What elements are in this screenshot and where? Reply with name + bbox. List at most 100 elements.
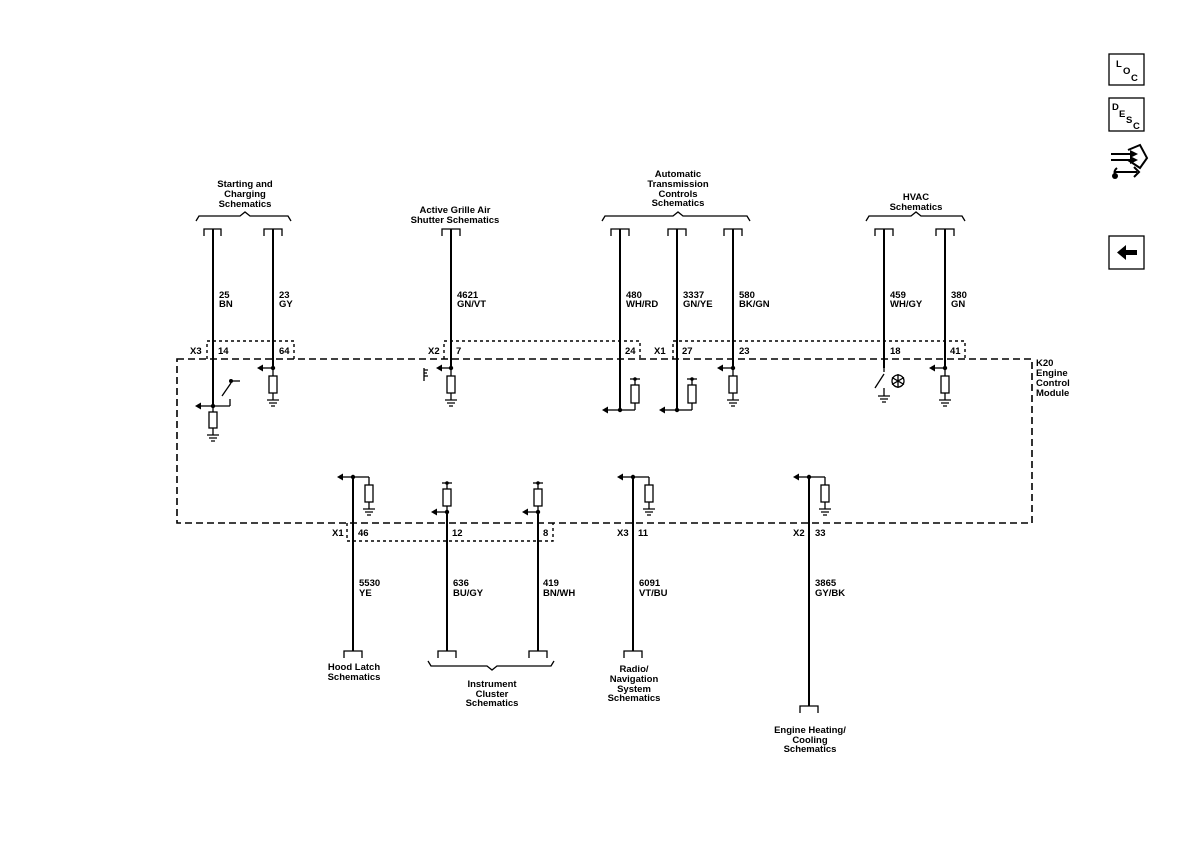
left-arrow-icon	[1117, 245, 1137, 260]
connector-label-x3-bottom: X3	[617, 528, 629, 539]
wire-color: GY	[279, 299, 293, 310]
dest-starting-line2: Charging	[224, 189, 266, 200]
wire-3337-gn-ye[interactable]: 3337 GN/YE 27	[667, 228, 713, 410]
connector-label-x3-top: X3	[190, 346, 202, 357]
wire-circuit: 419	[543, 578, 559, 589]
wire-color: GN/VT	[457, 299, 486, 310]
wire-419-bn-wh[interactable]: 419 BN/WH 8	[528, 512, 575, 658]
dest-hood-latch[interactable]: Hood Latch Schematics	[328, 662, 381, 683]
wire-circuit: 25	[219, 290, 230, 301]
wire-circuit: 3865	[815, 578, 837, 589]
wire-380-gn[interactable]: 380 GN 41	[935, 228, 967, 368]
dest-trans-line1: Automatic	[655, 169, 701, 180]
ac-request-switch-circuit-18	[874, 368, 905, 403]
loc-letter-c: C	[1131, 73, 1138, 84]
dest-cluster-line2: Cluster	[476, 689, 509, 700]
pullup-input-circuit-8	[522, 481, 543, 516]
loc-letter-o: O	[1123, 66, 1130, 77]
pulldown-input-circuit-64	[257, 364, 279, 407]
connector-label-x1-top: X1	[654, 346, 666, 357]
module-label-line4: Module	[1036, 388, 1069, 399]
snowflake-icon	[891, 374, 905, 388]
pullup-input-circuit-24	[602, 377, 640, 414]
top-connector-shell-x1	[672, 340, 966, 359]
top-connector-shell-x3	[206, 340, 295, 359]
wire-circuit: 380	[951, 290, 967, 301]
dest-grille-line1: Active Grille Air	[420, 205, 491, 216]
back-button[interactable]	[1108, 235, 1145, 270]
dest-cluster-line1: Instrument	[467, 679, 517, 690]
wire-color: GY/BK	[815, 588, 845, 599]
pulldown-input-circuit-41	[929, 364, 951, 407]
dest-hood-line2: Schematics	[328, 672, 381, 683]
wire-636-bu-gy[interactable]: 636 BU/GY 12	[437, 512, 484, 658]
bottom-connector-shell-x1	[346, 523, 554, 542]
dest-grille-shutter[interactable]: Active Grille Air Shutter Schematics	[411, 205, 500, 226]
wire-4621-gn-vt[interactable]: 4621 GN/VT 7	[441, 228, 486, 368]
dest-heating-line3: Schematics	[784, 744, 837, 755]
dest-hvac-line1: HVAC	[903, 192, 929, 203]
pulldown-input-circuit-11	[617, 473, 655, 516]
wire-color: YE	[359, 588, 372, 599]
wire-color: WH/GY	[890, 299, 923, 310]
wire-580-bk-gn[interactable]: 580 BK/GN 23	[723, 228, 770, 368]
dest-starting-line3: Schematics	[219, 199, 272, 210]
wire-color: VT/BU	[639, 588, 668, 599]
pin-number: 14	[218, 346, 229, 357]
wire-circuit: 636	[453, 578, 469, 589]
wire-circuit: 480	[626, 290, 642, 301]
output-circuit-7	[423, 364, 457, 407]
module-label-line1: K20	[1036, 358, 1053, 369]
pin-number: 27	[682, 346, 693, 357]
connector-label-x1-bottom: X1	[332, 528, 344, 539]
dest-hvac[interactable]: HVAC Schematics	[865, 192, 966, 222]
pin-number: 7	[456, 346, 461, 357]
wire-circuit: 459	[890, 290, 906, 301]
dest-instrument-cluster[interactable]: Instrument Cluster Schematics	[427, 660, 555, 709]
wire-circuit: 5530	[359, 578, 380, 589]
low-reference-icon	[423, 368, 428, 381]
dest-engine-heating-cooling[interactable]: Engine Heating/ Cooling Schematics	[774, 725, 846, 755]
dest-hvac-line2: Schematics	[890, 202, 943, 213]
pin-number: 11	[638, 528, 649, 539]
dest-grille-line2: Shutter Schematics	[411, 215, 500, 226]
wire-5530-ye[interactable]: 5530 YE 46	[343, 477, 380, 658]
dest-radio-line2: Navigation	[610, 674, 659, 685]
dest-radio-line1: Radio/	[619, 664, 648, 675]
wire-color: BN	[219, 299, 233, 310]
pullup-input-circuit-27	[659, 377, 697, 414]
wire-circuit: 6091	[639, 578, 661, 589]
pin-number: 12	[452, 528, 463, 539]
dest-starting-line1: Starting and	[217, 179, 273, 190]
top-connector-shell-x2	[443, 340, 641, 359]
wire-6091-vt-bu[interactable]: 6091 VT/BU 11	[623, 477, 668, 658]
dest-starting-charging[interactable]: Starting and Charging Schematics	[195, 179, 292, 222]
module-label-line2: Engine	[1036, 368, 1068, 379]
wire-3865-gy-bk[interactable]: 3865 GY/BK 33	[799, 477, 845, 713]
dest-transmission[interactable]: Automatic Transmission Controls Schemati…	[601, 169, 751, 222]
pulldown-input-circuit-23	[717, 364, 739, 407]
switch-input-circuit-14	[195, 379, 240, 442]
connector-label-x2-top: X2	[428, 346, 440, 357]
dest-trans-line3: Controls	[658, 189, 697, 200]
pulldown-input-circuit-33	[793, 473, 831, 516]
wire-480-wh-rd[interactable]: 480 WH/RD 24	[610, 228, 658, 410]
module-outline	[176, 358, 1033, 524]
desc-button[interactable]: D E S C	[1108, 97, 1145, 132]
dest-radio-navigation[interactable]: Radio/ Navigation System Schematics	[608, 664, 661, 704]
wire-459-wh-gy[interactable]: 459 WH/GY 18	[874, 228, 923, 368]
pin-number: 64	[279, 346, 290, 357]
wire-color: GN	[951, 299, 965, 310]
dest-radio-line4: Schematics	[608, 693, 661, 704]
wire-23-gy[interactable]: 23 GY 64	[263, 228, 293, 368]
wire-25-bn[interactable]: 25 BN 14	[203, 228, 233, 406]
loc-button[interactable]: L O C	[1108, 53, 1145, 86]
pin-number: 41	[950, 346, 961, 357]
loc-letter-l: L	[1116, 59, 1122, 70]
pulldown-input-circuit-46	[337, 473, 375, 516]
connector-view-icon[interactable]	[1111, 143, 1149, 179]
dest-hood-line1: Hood Latch	[328, 662, 380, 673]
pin-number: 33	[815, 528, 826, 539]
dest-trans-line2: Transmission	[647, 179, 708, 190]
